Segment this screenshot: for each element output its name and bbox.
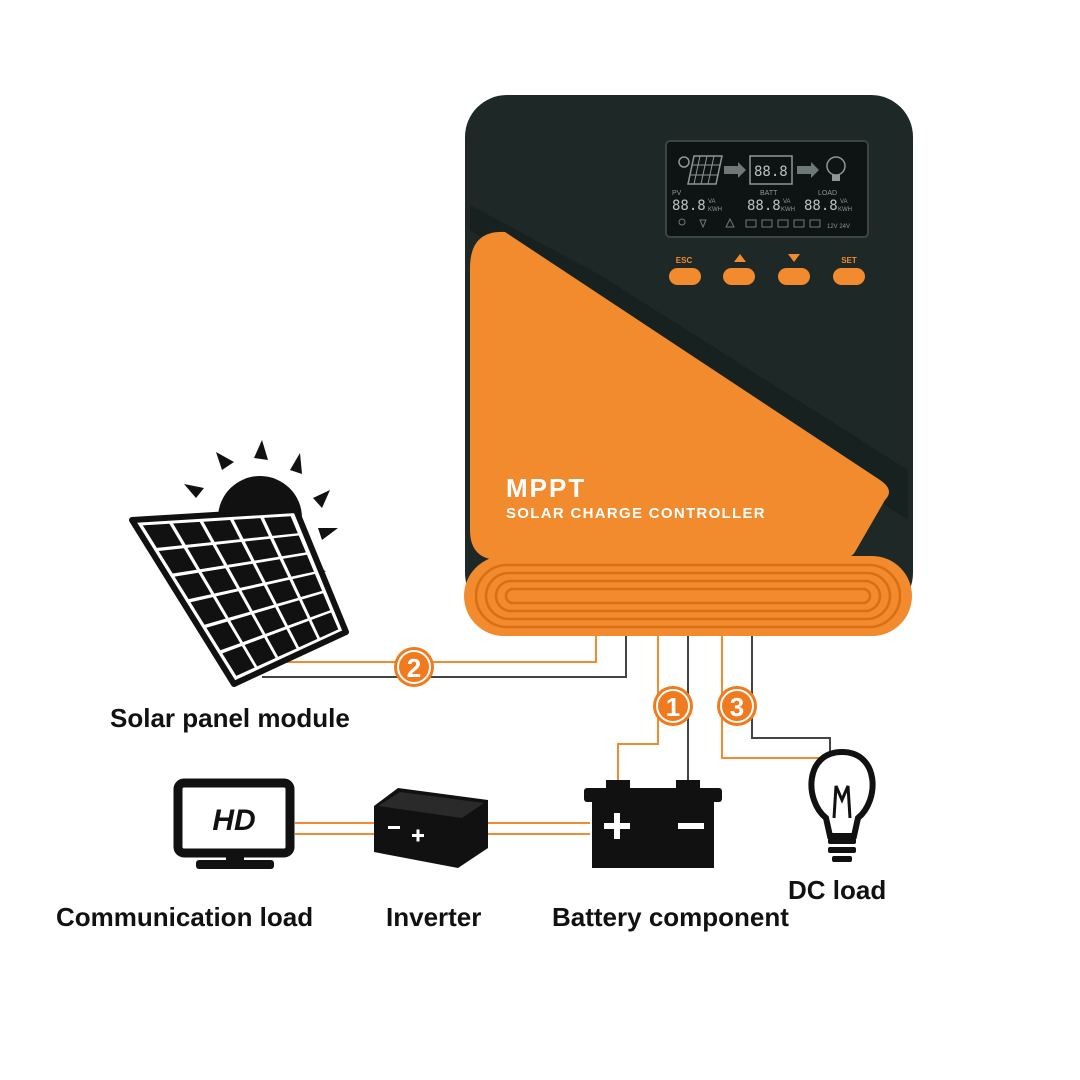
controller-buttons: ESC SET	[669, 254, 865, 285]
panel-cell	[292, 574, 323, 597]
panel-cell	[267, 579, 298, 604]
label-inverter: Inverter	[386, 902, 482, 932]
device-subtitle: SOLAR CHARGE CONTROLLER	[506, 505, 766, 522]
badge-battery: 1	[653, 686, 693, 726]
down-button[interactable]	[778, 268, 810, 285]
panel-cell	[187, 545, 224, 570]
panel-cell	[190, 597, 226, 625]
lcd-load-unit-va: VA	[840, 199, 848, 205]
controller-orange-panel	[470, 231, 889, 560]
esc-button[interactable]	[669, 268, 701, 285]
panel-cell	[142, 523, 183, 548]
light-bulb-icon	[808, 748, 876, 862]
panel-cell	[216, 541, 252, 565]
lcd-arrow-icon	[724, 162, 746, 178]
device-title: MPPT	[506, 473, 586, 503]
inverter-icon	[374, 788, 488, 868]
panel-cell	[230, 614, 263, 643]
label-communication-load: Communication load	[56, 902, 314, 932]
panel-cells	[142, 516, 339, 676]
set-button-label: SET	[841, 256, 857, 265]
lcd-batt-label: BATT	[760, 190, 778, 197]
controller-base	[464, 556, 912, 636]
panel-cell	[241, 585, 274, 611]
lcd-batt-unit-kwh: KWH	[781, 207, 795, 213]
battery-icon	[584, 780, 722, 868]
lcd-pv-value: 88.8	[672, 198, 706, 214]
wiring	[262, 636, 831, 835]
badge-load-number: 3	[730, 692, 744, 722]
lcd-batt-unit-va: VA	[783, 199, 791, 205]
panel-cell	[174, 572, 212, 600]
lcd-pv-unit-va: VA	[708, 199, 716, 205]
panel-cell	[289, 620, 318, 648]
badge-battery-number: 1	[666, 692, 680, 722]
lcd-pv-label: PV	[672, 190, 682, 197]
panel-cell	[264, 516, 298, 536]
lcd-pv-unit-kwh: KWH	[708, 207, 722, 213]
monitor-hd-text: HD	[212, 804, 255, 837]
esc-button-label: ESC	[676, 256, 693, 265]
lcd-load-unit-kwh: KWH	[838, 207, 852, 213]
panel-cell	[244, 637, 276, 667]
badge-solar-number: 2	[407, 653, 421, 683]
lcd-load-label: LOAD	[818, 190, 837, 197]
load-wire-positive	[721, 636, 830, 759]
panel-cell	[266, 629, 297, 657]
label-battery-component: Battery component	[552, 902, 789, 932]
panel-cell	[244, 538, 279, 561]
panel-cell	[278, 600, 308, 626]
lcd-top-value: 88.8	[754, 164, 788, 180]
panel-cell	[311, 612, 339, 638]
panel-cell	[273, 535, 306, 557]
lcd-voltage-modes: 12V 24V	[827, 224, 850, 230]
down-arrow-icon	[788, 254, 800, 262]
up-arrow-icon	[734, 254, 746, 262]
battery-wire-positive	[617, 636, 659, 782]
lcd-batt-value: 88.8	[747, 198, 781, 214]
solar-panel-icon	[129, 440, 349, 687]
label-dc-load: DC load	[788, 875, 887, 905]
panel-cell	[233, 518, 269, 539]
monitor-icon: HD	[173, 778, 295, 869]
lcd-sun-icon	[678, 156, 690, 168]
panel-cell	[206, 621, 241, 651]
set-button[interactable]	[833, 268, 865, 285]
panel-cell	[222, 646, 255, 676]
lcd-battery-icon	[749, 155, 793, 185]
badge-solar: 2	[394, 647, 434, 687]
solar-wire-negative	[262, 636, 627, 678]
lcd-arrow-icon-2	[797, 162, 819, 178]
load-wire-negative	[751, 636, 831, 752]
badge-load: 3	[717, 686, 757, 726]
panel-cell	[254, 607, 286, 634]
panel-cell	[201, 568, 237, 594]
panel-cell	[255, 559, 289, 583]
panel-cell	[302, 593, 331, 618]
panel-cell	[173, 521, 212, 545]
panel-cell	[158, 548, 197, 574]
panel-cell	[283, 554, 314, 577]
label-solar-panel: Solar panel module	[110, 703, 350, 733]
panel-cell	[203, 520, 240, 542]
charge-controller: 88.8 PV BATT LOAD 88.8 VA KWH 88.8 VA KW…	[464, 95, 913, 636]
solar-wire-positive	[262, 636, 597, 663]
up-button[interactable]	[723, 268, 755, 285]
panel-cell	[228, 563, 263, 588]
panel-cell	[216, 591, 250, 618]
lcd-load-value: 88.8	[804, 198, 838, 214]
lcd-screen: 88.8 PV BATT LOAD 88.8 VA KWH 88.8 VA KW…	[665, 140, 869, 238]
